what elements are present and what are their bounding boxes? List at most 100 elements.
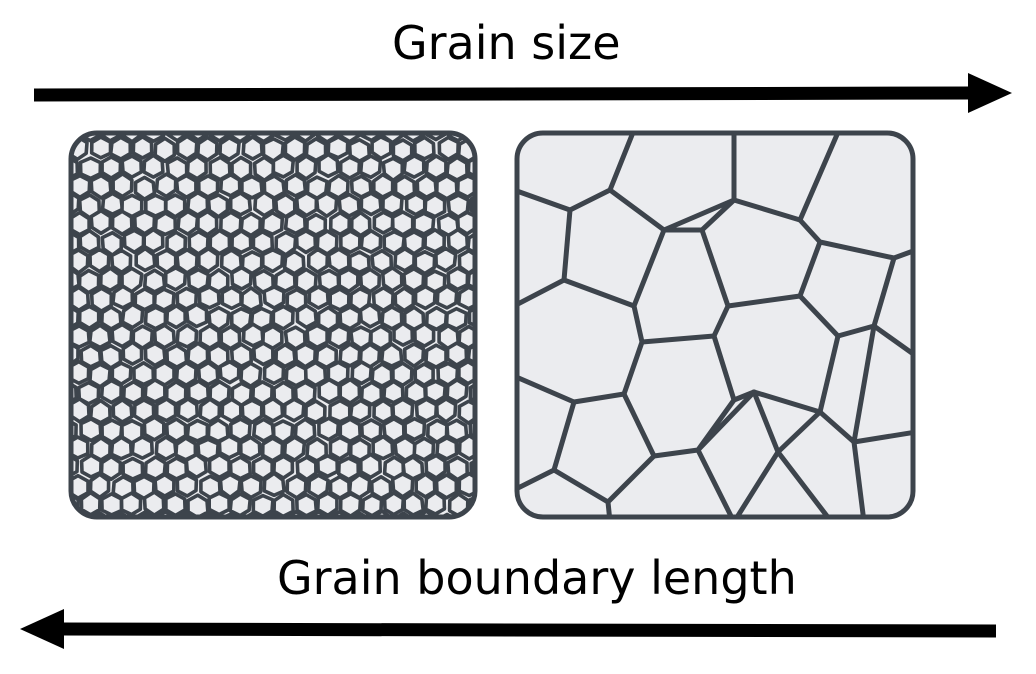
fine-grain-cell (338, 155, 362, 180)
fine-grain-cell (240, 398, 264, 425)
fine-grain-cell (404, 192, 427, 217)
fine-grain-cell (294, 229, 318, 255)
fine-grain-cell (207, 491, 231, 517)
fine-grain-cell (271, 153, 295, 179)
fine-grain-cell (402, 342, 426, 368)
fine-grain-cell (218, 360, 241, 385)
fine-grain-cell (88, 247, 111, 274)
fine-grain-cell (446, 266, 470, 292)
fine-grain-cell (229, 342, 253, 368)
fine-grain-cell (338, 229, 362, 254)
fine-grain-cell (186, 267, 211, 293)
fine-grain-cell (423, 192, 447, 219)
fine-grain-cell (197, 247, 220, 274)
fine-grain-cell (371, 286, 395, 313)
fine-grain-cell (175, 134, 199, 161)
fine-grain-cell (228, 492, 252, 517)
fine-grain-cell (251, 493, 275, 517)
fine-grain-cell (99, 378, 124, 405)
fine-grain-cell (134, 246, 157, 273)
fine-grain-cell (414, 397, 439, 423)
fine-grain-cell (154, 172, 178, 199)
fine-grain-boundaries (71, 133, 475, 517)
fine-grain-cell (261, 396, 285, 423)
fine-grain-cell (208, 228, 232, 256)
fine-grain-cell (206, 193, 230, 219)
fine-grain-cell (338, 305, 362, 331)
fine-grain-cell (327, 324, 351, 350)
fine-grain-cell (304, 399, 327, 425)
fine-grain-cell (154, 397, 178, 423)
coarse-grain-frame (514, 130, 916, 520)
fine-grain-cell (229, 306, 253, 333)
fine-grain-cell (295, 154, 318, 181)
fine-grain-cell (283, 210, 307, 236)
fine-grain-cell (241, 322, 265, 348)
fine-grain-cell (434, 246, 458, 273)
fine-grain-cell (423, 490, 447, 516)
fine-grain-cell (240, 286, 263, 312)
fine-grain-cell (99, 492, 124, 517)
fine-grain-cell (337, 192, 361, 218)
fine-grain-cell (196, 209, 219, 237)
grain-boundary-length-label-text: Grain boundary length (277, 551, 797, 605)
fine-grain-panel (68, 130, 478, 520)
fine-grain-cell (218, 172, 242, 198)
fine-grain-cell (111, 398, 134, 424)
fine-grain-cell (445, 341, 469, 367)
grain-size-label-text: Grain size (392, 16, 621, 70)
fine-grain-cell (89, 173, 113, 200)
fine-grain-cell (184, 302, 209, 329)
fine-grain-cell (271, 419, 295, 445)
fine-grain-cell (77, 304, 101, 331)
fine-grain-cell (164, 193, 187, 219)
fine-grain-cell (381, 191, 404, 216)
fine-grain-cell (110, 361, 133, 386)
fine-grain-cell (382, 491, 406, 517)
fine-grain-cell (359, 418, 383, 443)
fine-grain-cell (295, 455, 318, 482)
fine-grain-cell (261, 248, 285, 274)
fine-grain-cell (229, 133, 252, 144)
fine-grain-cell (434, 397, 458, 424)
fine-grain-cell (402, 154, 426, 179)
fine-grain-cell (220, 397, 243, 423)
coarse-grain-boundaries (517, 133, 913, 517)
fine-grain-cell (133, 510, 157, 517)
fine-grain-cell (87, 323, 112, 350)
coarse-grain-background (517, 133, 913, 517)
fine-grain-cell (468, 380, 475, 406)
fine-grain-cell (143, 268, 167, 294)
fine-grain-cell (152, 287, 176, 312)
fine-grain-cell (283, 135, 307, 162)
fine-grain-cell (121, 380, 145, 405)
fine-grain-cell (119, 491, 143, 517)
fine-grain-cell (317, 152, 340, 179)
fine-grain-cell (359, 191, 383, 217)
fine-grain-cell (100, 230, 124, 257)
fine-grain-cell (175, 473, 199, 498)
fine-grain-cell (392, 321, 415, 347)
fine-grain-cell (316, 453, 340, 479)
fine-grain-cell (347, 472, 372, 500)
fine-grain-cell (219, 325, 242, 351)
fine-grain-cell (358, 302, 382, 329)
fine-grain-cell (348, 250, 371, 275)
fine-grain-cell (71, 285, 91, 313)
coarse-grain-panel (514, 130, 916, 520)
fine-grain-cell (372, 210, 395, 235)
fine-grain-cell (307, 473, 330, 500)
fine-grain-cell (174, 360, 198, 387)
fine-grain-cell (218, 472, 242, 500)
fine-grain-cell (350, 360, 374, 386)
fine-grain-cell (109, 248, 133, 275)
fine-grain-cell (413, 250, 437, 276)
fine-grain-cell (217, 434, 241, 460)
fine-grain-cell (71, 190, 81, 218)
fine-grain-cell (78, 156, 103, 181)
fine-grain-cell (110, 322, 134, 349)
fine-grain-cell (295, 303, 318, 330)
fine-grain-cell (198, 397, 222, 424)
fine-grain-cell (133, 175, 157, 201)
fine-grain-cell (142, 227, 165, 254)
